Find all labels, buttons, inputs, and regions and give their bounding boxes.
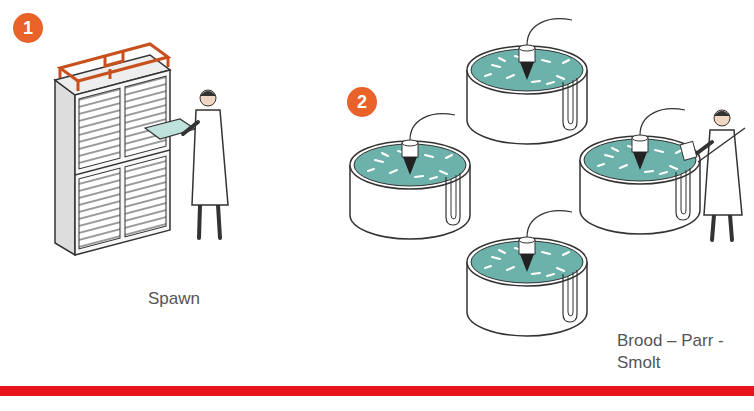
incubator-cabinet [55, 44, 195, 255]
rearing-tank [350, 114, 470, 239]
caption-label: Brood – Parr - Smolt [617, 330, 745, 374]
rearing-tank [580, 109, 700, 234]
callout-text: 2 [357, 93, 367, 111]
technician-figure [183, 90, 228, 238]
rearing-tank [467, 19, 587, 144]
callout-number: 1 [13, 13, 43, 43]
callout-number: 2 [347, 87, 377, 117]
red-bar [0, 386, 754, 396]
callout-text: 1 [23, 19, 33, 37]
technician-figure [680, 110, 745, 240]
rearing-tank [467, 211, 587, 336]
caption-label: Spawn [148, 288, 200, 310]
